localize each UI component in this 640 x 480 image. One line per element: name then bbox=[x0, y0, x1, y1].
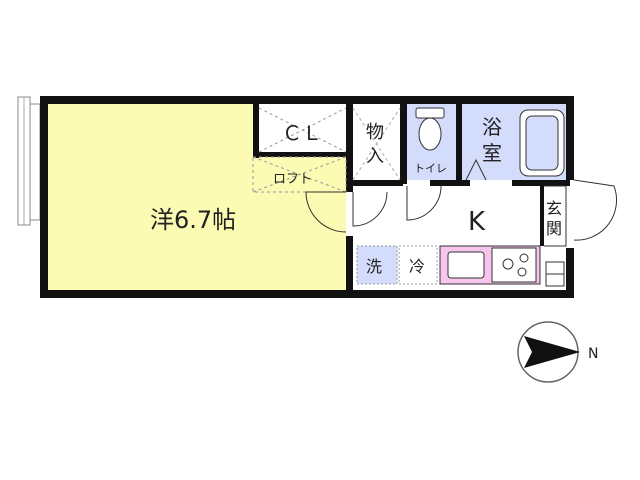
storage-label-bottom: 入 bbox=[366, 146, 384, 167]
loft-area bbox=[252, 156, 347, 193]
compass-arrow-icon bbox=[524, 336, 580, 368]
entrance-label-top: 玄 bbox=[546, 199, 562, 218]
western-room-label: 洋6.7帖 bbox=[150, 206, 236, 234]
loft-label: ロフト bbox=[273, 172, 312, 187]
entrance-shoe-box bbox=[545, 261, 565, 287]
bathtub bbox=[519, 109, 565, 177]
storage-hatch bbox=[352, 107, 401, 181]
closet-hatch bbox=[258, 107, 347, 153]
closet-area bbox=[253, 104, 346, 156]
fridge-label: 冷 bbox=[409, 257, 425, 276]
kitchen-counter bbox=[439, 245, 541, 285]
compass: N bbox=[517, 321, 598, 383]
kitchen-label: K bbox=[468, 207, 486, 237]
washer-area bbox=[357, 246, 397, 284]
entrance-label-bottom: 関 bbox=[546, 219, 562, 238]
balcony-window bbox=[17, 96, 41, 226]
bath-door-mark bbox=[465, 158, 487, 181]
bath-label-top: 浴 bbox=[482, 115, 502, 139]
storage-label-top: 物 bbox=[366, 122, 384, 143]
walls bbox=[40, 96, 574, 298]
washer-box bbox=[356, 245, 398, 285]
fridge-box bbox=[398, 245, 438, 285]
compass-north-label: N bbox=[588, 346, 598, 362]
washer-label: 洗 bbox=[366, 257, 382, 276]
toilet-label: トイレ bbox=[414, 162, 447, 175]
doors bbox=[305, 179, 618, 247]
closet-label: ＣＬ bbox=[282, 121, 322, 145]
bath-label-bottom: 室 bbox=[482, 141, 502, 165]
toilet-fixture bbox=[415, 107, 445, 151]
